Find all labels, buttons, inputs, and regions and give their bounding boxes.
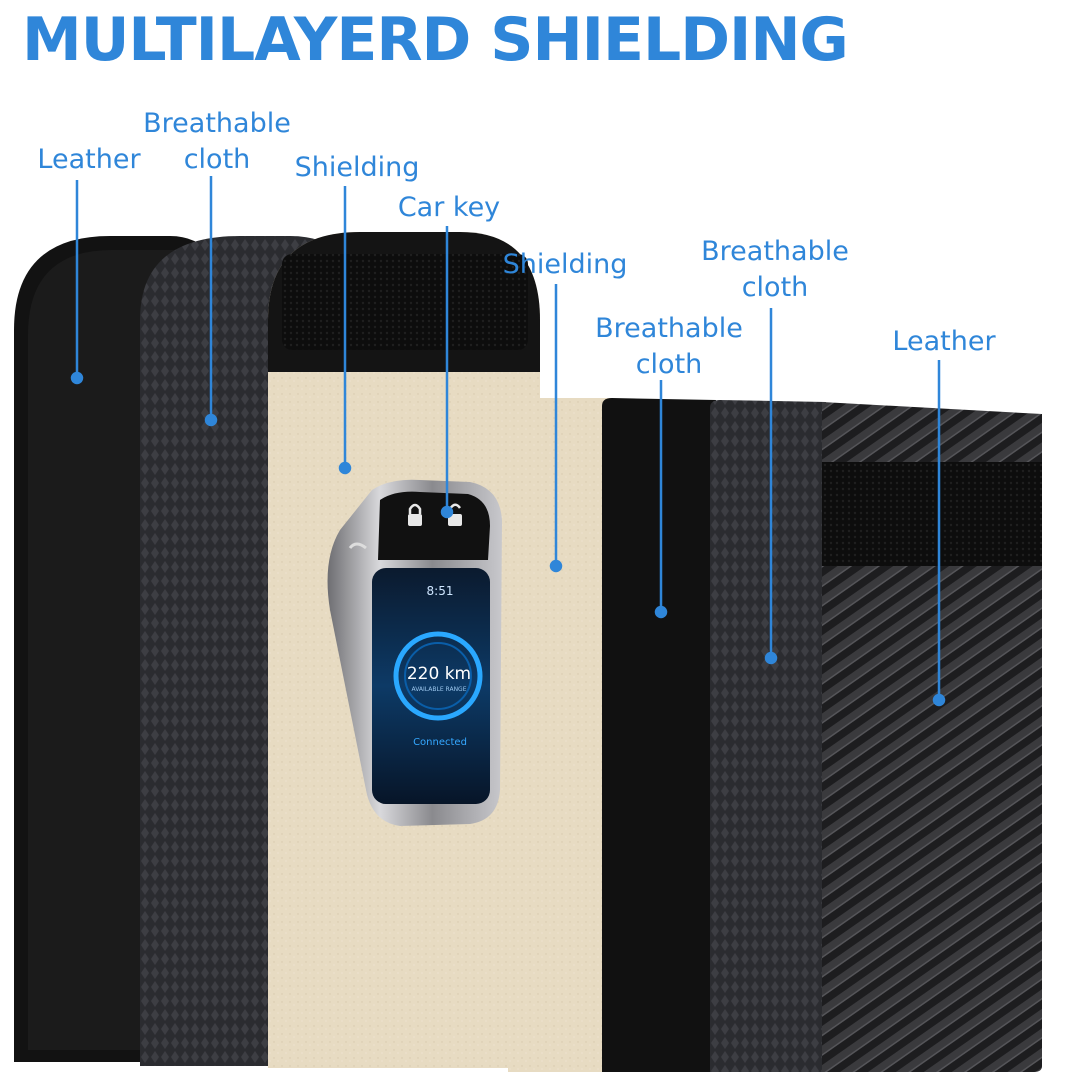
shielding-layer-right	[508, 398, 612, 1072]
layer-label-breathable-cloth: Breathable cloth	[701, 236, 849, 303]
car-key	[327, 479, 502, 826]
layer-label-breathable-cloth: Breathable cloth	[143, 108, 291, 175]
layer-label-breathable-cloth: Breathable cloth	[595, 313, 743, 380]
key-range: 220 km	[406, 664, 472, 684]
key-range-caption: AVAILABLE RANGE	[411, 686, 467, 693]
key-time: 8:51	[426, 584, 454, 598]
page-title: MULTILAYERD SHIELDING	[22, 5, 849, 75]
leader-lines	[70, 176, 946, 707]
breathable-cloth-layer-middle	[602, 398, 716, 1072]
leather-layer-right	[822, 402, 1042, 1072]
lock-icon	[408, 503, 422, 526]
breathable-cloth-layer-right	[710, 400, 826, 1072]
layer-label-shielding: Shielding	[294, 152, 420, 183]
layer-label-leather: Leather	[892, 326, 996, 357]
layer-label-shielding: Shielding	[502, 249, 628, 280]
layer-label-car-key: Car key	[397, 192, 501, 223]
key-status: Connected	[413, 737, 467, 748]
layer-label-leather: Leather	[37, 144, 141, 175]
